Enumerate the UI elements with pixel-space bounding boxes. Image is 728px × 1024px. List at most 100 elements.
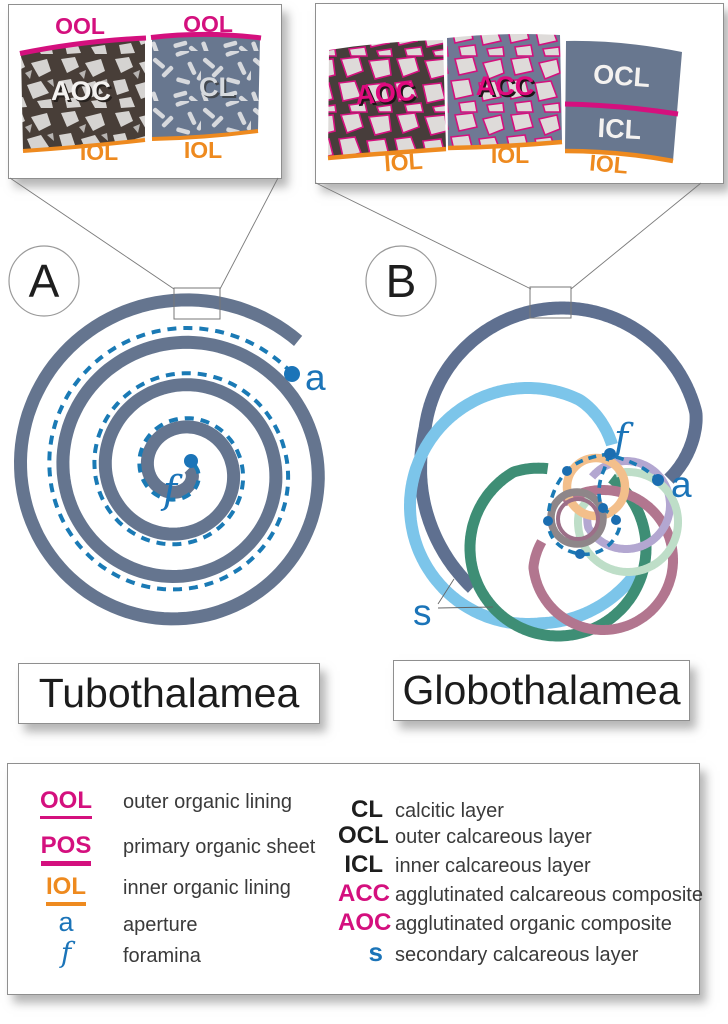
- legend-desc: outer calcareous layer: [395, 826, 592, 848]
- globothalamea-outer-wall: [414, 301, 703, 593]
- legend-symbol-aperture: a: [58, 907, 74, 937]
- inset-left-svg: OOL IOL AOC AOC OOL IOL CL CL: [19, 11, 262, 165]
- acc-label-shadow: ACC: [478, 73, 537, 103]
- proloculus-mauve-ring: [556, 497, 600, 541]
- iol-label: IOL: [491, 142, 529, 168]
- legend-symbol-acc: ACC: [338, 880, 390, 907]
- legend-desc: agglutinated calcareous composite: [395, 884, 703, 906]
- callout-lines: [9, 177, 702, 290]
- iol-layer-line: [447, 139, 563, 151]
- secondary-layer-label: s: [413, 592, 432, 633]
- globothalamea-title: Globothalamea: [402, 667, 681, 713]
- legend-row-secondary: s secondary calcareous layer: [338, 937, 639, 968]
- legend-row-pos: POS primary organic sheet: [22, 832, 316, 866]
- aperture-dashed-spur: [615, 455, 659, 481]
- tubothalamea-nameplate: Tubothalamea: [18, 663, 320, 724]
- legend-row-ocl: OCL outer calcareous layer: [338, 822, 592, 850]
- legend-symbol-aoc: AOC: [338, 909, 392, 936]
- legend-row-acc: ACC agglutinated calcareous composite: [338, 880, 703, 908]
- legend-desc: aperture: [123, 914, 198, 936]
- legend-symbol-pos: POS: [22, 832, 110, 866]
- legend-desc: calcitic layer: [395, 800, 504, 822]
- acc-wall-panel: [447, 34, 562, 148]
- legend-desc: foramina: [123, 945, 201, 967]
- iol-label: IOL: [588, 149, 628, 178]
- chamber-teal: [464, 462, 652, 642]
- legend-symbol-ocl: OCL: [338, 822, 389, 849]
- legend-desc: secondary calcareous layer: [395, 944, 639, 966]
- legend-symbol-icl: ICL: [344, 851, 383, 878]
- pos-layer-line: [564, 101, 679, 117]
- foramina-dot: [184, 454, 198, 468]
- ool-layer-line: [19, 35, 147, 56]
- aperture-dot: [652, 474, 664, 486]
- wall-sample-rects: [173, 286, 572, 320]
- legend-desc: inner organic lining: [123, 877, 291, 899]
- foramina-label: f: [611, 416, 634, 460]
- iol-layer-line: [151, 129, 259, 141]
- legend-row-icl: ICL inner calcareous layer: [338, 851, 590, 879]
- foramina-dashed-loop: [546, 451, 622, 557]
- aperture-label: a: [305, 357, 326, 398]
- ocl-icl-wall-panel: [565, 40, 682, 161]
- chamber-mint: [574, 468, 682, 576]
- chamber-rose: [528, 485, 678, 635]
- iol-layer-line: [564, 148, 674, 164]
- iol-label: IOL: [80, 139, 118, 165]
- legend-symbol-foramina: f: [60, 936, 72, 969]
- secondary-layer-callout-lines: [437, 578, 494, 609]
- globothalamea-nameplate: Globothalamea: [393, 660, 690, 721]
- iol-label: IOL: [383, 148, 423, 177]
- legend-desc: agglutinated organic composite: [395, 913, 672, 935]
- foramina-label: f: [160, 468, 183, 512]
- chamber-lavender: [583, 457, 674, 553]
- aoc-wall-panel: [21, 38, 145, 151]
- iol-label: IOL: [184, 137, 222, 163]
- ool-layer-line: [150, 31, 262, 41]
- acc-label: ACC: [476, 71, 535, 101]
- panel-b-letter: B: [386, 255, 417, 307]
- legend-row-cl: CL calcitic layer: [338, 796, 504, 824]
- panel-b-circle: [365, 245, 437, 317]
- iol-layer-line: [327, 146, 447, 161]
- wall-section-inset-tubothalamea: OOL IOL AOC AOC OOL IOL CL CL: [8, 4, 282, 179]
- panel-a-letter: A: [29, 255, 60, 307]
- foramina-dots: [543, 448, 664, 559]
- legend-symbol-secondary: s: [368, 937, 383, 967]
- iol-layer-line: [22, 138, 146, 153]
- aoc-label-shadow: AOC: [356, 78, 418, 112]
- tubothalamea-title: Tubothalamea: [38, 670, 300, 716]
- legend-symbol-cl: CL: [351, 796, 383, 823]
- chamber-orange: [562, 453, 630, 521]
- aperture-label: a: [671, 464, 692, 505]
- legend-row-iol: IOL inner organic lining: [22, 873, 291, 906]
- tubothalamea-spiral-wall: [13, 293, 325, 626]
- legend-row-aperture: a aperture: [22, 907, 198, 938]
- cl-label: CL: [199, 72, 235, 102]
- wall-section-inset-globothalamea: AOC AOC IOL ACC ACC IOL OCL ICL IOL: [315, 3, 724, 184]
- aoc-label-shadow: AOC: [53, 78, 113, 108]
- panel-a-circle: [8, 245, 80, 317]
- legend-desc: primary organic sheet: [123, 836, 316, 858]
- legend-desc: outer organic lining: [123, 791, 292, 813]
- legend-row-foramina: f foramina: [22, 936, 201, 969]
- tubothalamea-chamber-dashed-line: [47, 325, 294, 592]
- cl-wall-panel: [152, 34, 260, 139]
- aperture-dot: [284, 366, 300, 382]
- aoc-wall-panel: [328, 40, 446, 158]
- aoc-label: AOC: [51, 76, 111, 106]
- ool-label: OOL: [55, 13, 105, 39]
- cl-label-shadow: CL: [201, 74, 237, 104]
- icl-label: ICL: [597, 113, 642, 145]
- proloculus-gray-ring: [547, 488, 607, 548]
- ool-label: OOL: [183, 11, 233, 37]
- inset-right-svg: AOC AOC IOL ACC ACC IOL OCL ICL IOL: [327, 34, 682, 179]
- chamber-sky-blue: [404, 382, 641, 630]
- legend-row-aoc: AOC agglutinated organic composite: [338, 909, 672, 937]
- legend-symbol-iol: IOL: [22, 873, 110, 906]
- legend-row-ool: OOL outer organic lining: [22, 787, 292, 819]
- legend: OOL outer organic lining POS primary org…: [7, 763, 703, 995]
- aoc-label: AOC: [354, 76, 416, 110]
- ocl-label: OCL: [592, 59, 651, 93]
